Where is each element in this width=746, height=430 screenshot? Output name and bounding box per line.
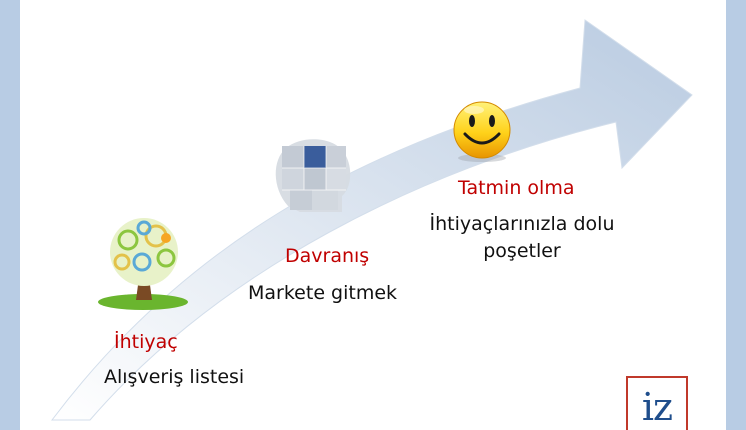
slide: İhtiyaç Alışveriş listesi Davranış Marke… [20,0,726,430]
step-3-title: Tatmin olma [458,177,575,199]
step-3-description: İhtiyaçlarınızla dolu poşetler [429,213,615,262]
logo-text: iz [641,385,673,429]
growth-arrow [50,19,693,421]
smiley-icon [453,101,511,162]
tree-icon [98,218,188,310]
brand-logo: iz [626,376,688,430]
step-1-description: Alışveriş listesi [104,366,245,388]
step-2-description: Markete gitmek [248,282,398,304]
step-1-title: İhtiyaç [114,331,178,353]
step-2-title: Davranış [285,245,370,267]
puzzle-head-icon [275,139,351,212]
process-diagram [50,19,693,421]
